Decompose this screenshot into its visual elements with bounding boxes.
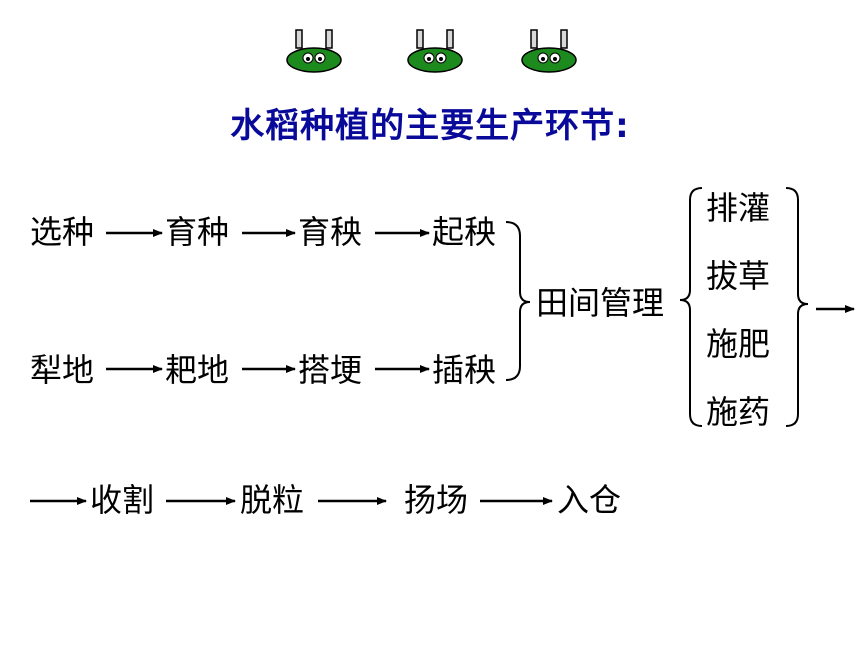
merge-brace-icon: [505, 221, 531, 381]
step-harrow: 耙地: [165, 351, 230, 389]
bug-mascot-icon: [407, 29, 463, 73]
step-raise-seedling: 育秧: [298, 213, 363, 251]
page-title: 水稻种植的主要生产环节:: [230, 106, 630, 146]
left-brace-icon: [679, 187, 703, 427]
task-weeding: 拔草: [706, 257, 771, 295]
bug-mascot-icon: [521, 29, 577, 73]
task-irrigation: 排灌: [706, 189, 771, 227]
step-winnow: 扬场: [404, 481, 469, 519]
step-harvest: 收割: [90, 481, 155, 519]
task-pesticide: 施药: [706, 393, 771, 431]
step-transplant: 插秧: [432, 351, 497, 389]
task-fertilize: 施肥: [706, 325, 771, 363]
step-pull-seedling: 起秧: [432, 213, 497, 251]
step-thresh: 脱粒: [240, 481, 305, 519]
step-field-management: 田间管理: [536, 284, 665, 322]
bug-mascot-icon: [286, 29, 342, 73]
step-store: 入仓: [557, 481, 622, 519]
step-plough: 犁地: [30, 351, 95, 389]
step-build-ridge: 搭埂: [298, 351, 363, 389]
step-select-seed: 选种: [30, 213, 95, 251]
step-breed-seed: 育种: [165, 213, 230, 251]
right-brace-icon: [785, 187, 809, 427]
